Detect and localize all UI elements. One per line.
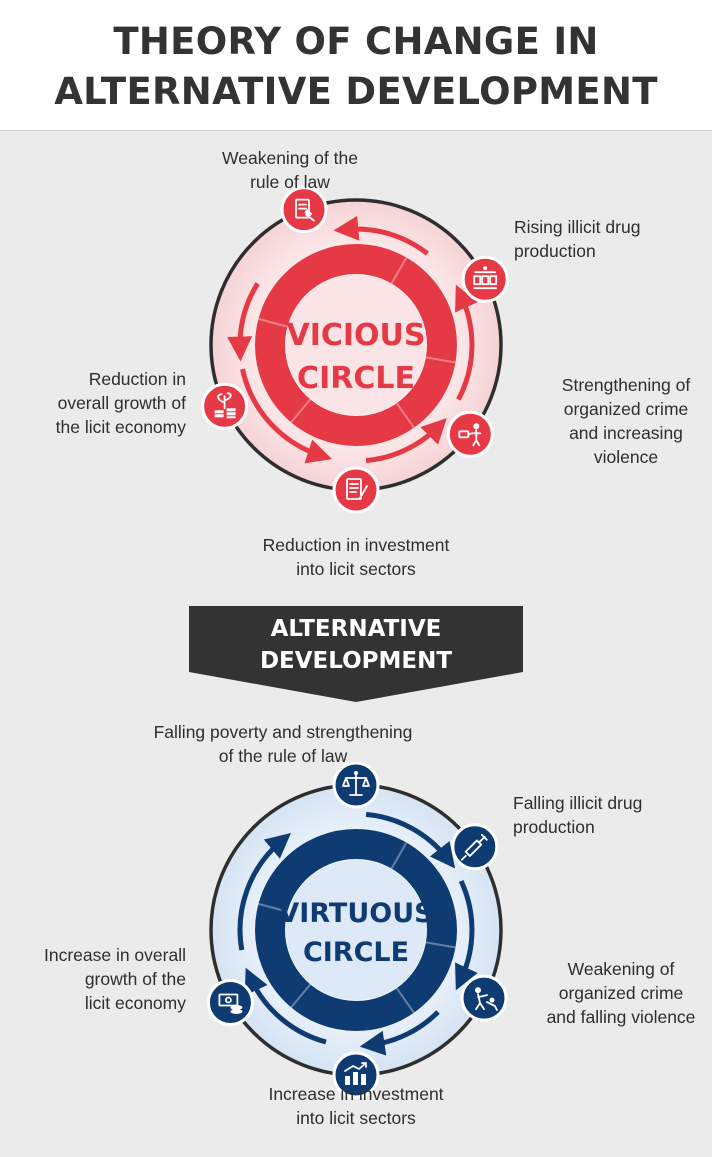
- virtuous-inner-ring: [255, 829, 457, 1031]
- virtuous-circle-label-line-1: VIRTUOUS: [278, 898, 433, 929]
- vicious-ring-segments: [258, 257, 456, 429]
- ring-segment-divider: [390, 257, 408, 285]
- stage-label-line: Weakening of: [567, 959, 675, 979]
- vicious-flow-arrows: [227, 215, 478, 464]
- page-title-line-2: ALTERNATIVE DEVELOPMENT: [54, 70, 658, 113]
- flow-arrow: [365, 418, 447, 464]
- plant-coins-icon: [201, 382, 249, 430]
- vicious-circle-label-line-2: CIRCLE: [297, 361, 415, 396]
- virtuous-circle-stage-4-label: Increase in investment into licit sectors: [196, 1082, 516, 1130]
- virtuous-circle-stage-1-label: Falling poverty and strengthening of the …: [100, 720, 466, 768]
- virtuous-circle-stage-5-label: Increase in overall growth of the licit ec…: [2, 943, 186, 1015]
- stage-label-line: into licit sectors: [296, 559, 416, 579]
- vicious-inner-ring: [255, 244, 457, 446]
- flow-arrow: [455, 284, 478, 401]
- arrest-icon: [460, 974, 508, 1022]
- stage-label-line: Reduction in investment: [262, 535, 450, 555]
- header-band: THEORY OF CHANGE IN ALTERNATIVE DEVELOPM…: [0, 0, 712, 131]
- vicious-circle-stage-3-label: Strengthening of organized crime and incre…: [540, 373, 712, 469]
- alternative-development-line-2: DEVELOPMENT: [260, 648, 452, 674]
- ring-segment-divider: [390, 842, 408, 870]
- virtuous-ring-segments: [258, 842, 456, 1014]
- virtuous-circle-label-line-2: CIRCLE: [303, 937, 409, 968]
- virtuous-circle-stage-3-label: Weakening of organized crime and falling v…: [532, 957, 710, 1029]
- stage-label-line: the licit economy: [55, 417, 186, 437]
- stage-label-line: rule of law: [250, 172, 330, 192]
- vicious-circle-label-line-1: VICIOUS: [286, 318, 425, 353]
- vicious-circle-stage-4-label: Reduction in investment into licit sector…: [200, 533, 512, 581]
- stage-label-line: Increase in overall: [43, 945, 186, 965]
- virtuous-core: [286, 860, 426, 1000]
- flow-arrow: [237, 833, 291, 951]
- growth-chart-icon: [332, 1051, 380, 1099]
- ring-segment-divider: [290, 398, 312, 424]
- money-coins-icon: [206, 979, 254, 1026]
- stage-label-line: organized crime: [563, 399, 689, 419]
- ring-segment-divider: [258, 317, 288, 328]
- stage-label-line: organized crime: [558, 983, 684, 1003]
- vicious-core: [286, 275, 426, 415]
- checklist-pen-icon: [332, 466, 380, 514]
- ring-segment-divider: [290, 983, 312, 1009]
- stage-label-line: violence: [593, 447, 659, 467]
- virtuous-flow-arrows: [237, 811, 478, 1056]
- crime-handover-icon: [446, 410, 494, 458]
- stage-label-line: Increase in investment: [268, 1084, 444, 1104]
- stage-label-line: Falling poverty and strengthening: [153, 722, 413, 742]
- stage-label-line: into licit sectors: [296, 1108, 416, 1128]
- vicious-circle-stage-1-label: Weakening of the rule of law: [190, 146, 390, 194]
- vicious-circle-stage-2-label: Rising illicit drug production: [514, 215, 704, 263]
- stage-label-line: Strengthening of: [561, 375, 691, 395]
- syringe-icon: [451, 823, 499, 871]
- stage-label-line: of the rule of law: [218, 746, 348, 766]
- stage-label-line: overall growth of: [57, 393, 186, 413]
- flow-arrow: [455, 879, 478, 991]
- alternative-development-line-1: ALTERNATIVE: [271, 616, 442, 642]
- ring-segment-divider: [425, 941, 456, 949]
- stage-label-line: and falling violence: [546, 1007, 696, 1027]
- drug-lab-icon: [461, 255, 509, 303]
- stage-label-line: Weakening of the: [222, 148, 358, 168]
- stage-label-line: Rising illicit drug: [514, 217, 641, 237]
- ring-segment-divider: [395, 987, 415, 1014]
- flow-arrow: [227, 282, 260, 362]
- page-title-line-1: THEORY OF CHANGE IN: [113, 20, 599, 63]
- ring-segment-divider: [258, 902, 288, 913]
- flow-arrow: [244, 967, 327, 1045]
- flow-arrow: [240, 368, 333, 464]
- stage-label-line: licit economy: [84, 993, 186, 1013]
- ring-segment-divider: [395, 402, 415, 429]
- document-gavel-icon: [280, 186, 328, 234]
- virtuous-circle-stage-2-label: Falling illicit drug production: [513, 791, 693, 839]
- stage-label-line: Falling illicit drug: [513, 793, 643, 813]
- ring-segment-divider: [425, 356, 456, 364]
- stage-label-line: growth of the: [84, 969, 186, 989]
- justice-scales-icon: [332, 761, 380, 809]
- stage-label-line: and increasing: [569, 423, 683, 443]
- flow-arrow: [359, 1010, 440, 1056]
- flow-arrow: [365, 811, 456, 869]
- stage-label-line: Reduction in: [88, 369, 186, 389]
- stage-label-line: production: [514, 241, 596, 261]
- alternative-development-arrow: [189, 606, 523, 702]
- vicious-circle-stage-5-label: Reduction in overall growth of the licit e…: [2, 367, 186, 439]
- flow-arrow: [333, 215, 429, 256]
- stage-label-line: production: [513, 817, 595, 837]
